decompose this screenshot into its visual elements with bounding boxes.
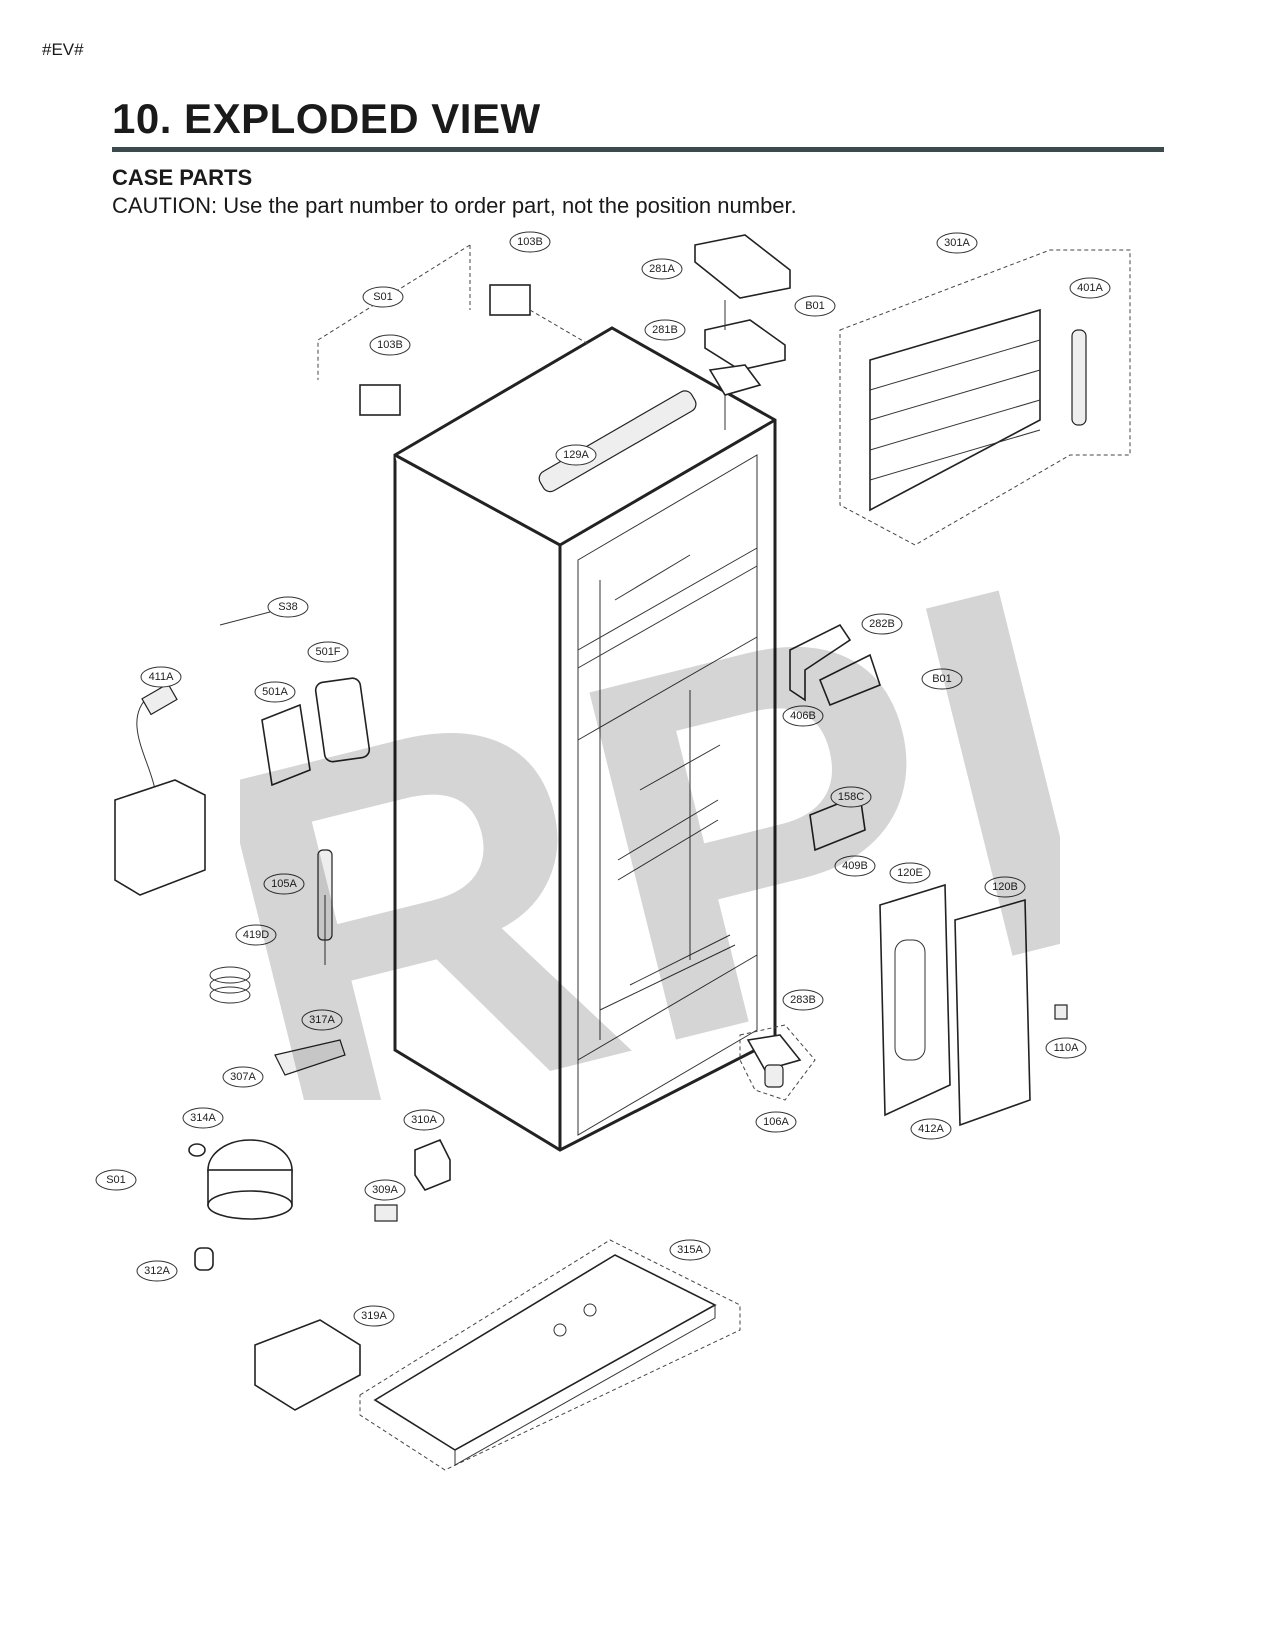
callout-label: 301A: [944, 237, 970, 249]
callout-281b: 281B: [644, 319, 686, 341]
callout-label: 411A: [149, 671, 175, 683]
callout-310a: 310A: [403, 1109, 445, 1131]
callout-label: 501F: [315, 646, 340, 658]
middle-hinge-part: [789, 623, 881, 707]
callout-401a: 401A: [1069, 277, 1111, 299]
hinge-cap-parts: [317, 244, 591, 416]
callout-s38: S38: [267, 596, 309, 618]
callout-b01-top: B01: [794, 295, 836, 317]
caution-note: CAUTION: Use the part number to order pa…: [112, 193, 797, 218]
callout-label: 283B: [790, 994, 816, 1006]
callout-s01-top: S01: [362, 286, 404, 308]
control-box-parts: [261, 677, 371, 787]
callout-label: 310A: [411, 1114, 437, 1126]
top-hinge-parts: [694, 234, 791, 430]
callout-283b: 283B: [782, 989, 824, 1011]
callout-label: 120B: [992, 881, 1018, 893]
callout-label: 312A: [144, 1265, 170, 1277]
cover-parts: [879, 883, 1031, 1127]
callout-103b-left: 103B: [369, 334, 411, 356]
callout-158c: 158C: [830, 786, 872, 808]
callout-label: 314A: [190, 1112, 216, 1124]
callout-120b: 120B: [984, 876, 1026, 898]
callout-106a: 106A: [755, 1111, 797, 1133]
callout-319a: 319A: [353, 1305, 395, 1327]
callout-label: 106A: [763, 1116, 789, 1128]
callout-label: B01: [932, 673, 952, 685]
evaporator-part: [839, 249, 1131, 546]
callout-409b: 409B: [834, 855, 876, 877]
callout-label: S01: [373, 291, 393, 303]
callout-label: 281A: [649, 263, 675, 275]
callout-label: 110A: [1054, 1042, 1080, 1054]
callout-282b: 282B: [861, 613, 903, 635]
callout-label: 103B: [377, 339, 403, 351]
callout-label: 409B: [842, 860, 868, 872]
callout-317a: 317A: [301, 1009, 343, 1031]
callout-411a: 411A: [140, 666, 182, 688]
callout-label: 401A: [1077, 282, 1103, 294]
callout-314a: 314A: [182, 1107, 224, 1129]
callout-110a: 110A: [1045, 1037, 1087, 1059]
callout-label: 309A: [372, 1184, 398, 1196]
callout-label: S38: [278, 601, 298, 613]
callout-s01-bottom: S01: [95, 1169, 137, 1191]
callout-label: 281B: [652, 324, 678, 336]
callout-b01-middle: B01: [921, 668, 963, 690]
bottom-hinge-parts: [739, 1024, 816, 1101]
callout-label: 419D: [243, 929, 269, 941]
rubber-mount-parts: [188, 1143, 214, 1271]
callout-120e: 120E: [889, 862, 931, 884]
document-tag: #EV#: [42, 40, 84, 59]
callout-307a: 307A: [222, 1066, 264, 1088]
callout-label: 319A: [361, 1310, 387, 1322]
section-subtitle: CASE PARTS: [112, 165, 253, 190]
callout-label: 103B: [517, 236, 543, 248]
callout-312a: 312A: [136, 1260, 178, 1282]
callout-105a: 105A: [263, 873, 305, 895]
callout-label: B01: [805, 300, 825, 312]
callout-label: 501A: [262, 686, 288, 698]
callout-103b-top: 103B: [509, 231, 551, 253]
callout-301a: 301A: [936, 232, 978, 254]
callout-419d: 419D: [235, 924, 277, 946]
callout-309a: 309A: [364, 1179, 406, 1201]
page-title: 10. EXPLODED VIEW: [112, 95, 541, 142]
callout-315a: 315A: [669, 1239, 711, 1261]
callout-label: 307A: [230, 1071, 256, 1083]
callout-label: 129A: [563, 449, 589, 461]
callout-label: 120E: [897, 867, 923, 879]
callout-412a: 412A: [910, 1118, 952, 1140]
power-cord-part: [114, 683, 206, 896]
callout-label: 406B: [790, 710, 816, 722]
title-rule: [112, 147, 1164, 152]
drain-tray-part: [254, 1319, 361, 1411]
relay-parts: [374, 1138, 451, 1222]
callout-label: 412A: [918, 1123, 944, 1135]
callout-label: 315A: [677, 1244, 703, 1256]
callout-501a: 501A: [254, 681, 296, 703]
callout-label: S01: [106, 1174, 126, 1186]
compressor-part: [207, 1039, 346, 1220]
cabinet-body: [393, 326, 777, 1152]
callout-label: 317A: [309, 1014, 335, 1026]
callout-label: 105A: [271, 878, 297, 890]
base-plate-part: [359, 1239, 741, 1471]
callout-label: 158C: [838, 791, 864, 803]
callout-label: 282B: [869, 618, 895, 630]
callout-406b: 406B: [782, 705, 824, 727]
screw-s38: [219, 611, 271, 626]
callout-501f: 501F: [307, 641, 349, 663]
part-110a: [1054, 1004, 1068, 1020]
coil-part: [209, 966, 251, 1004]
callout-129a: 129A: [555, 444, 597, 466]
callout-281a: 281A: [641, 258, 683, 280]
drain-tube-part: [317, 849, 333, 965]
